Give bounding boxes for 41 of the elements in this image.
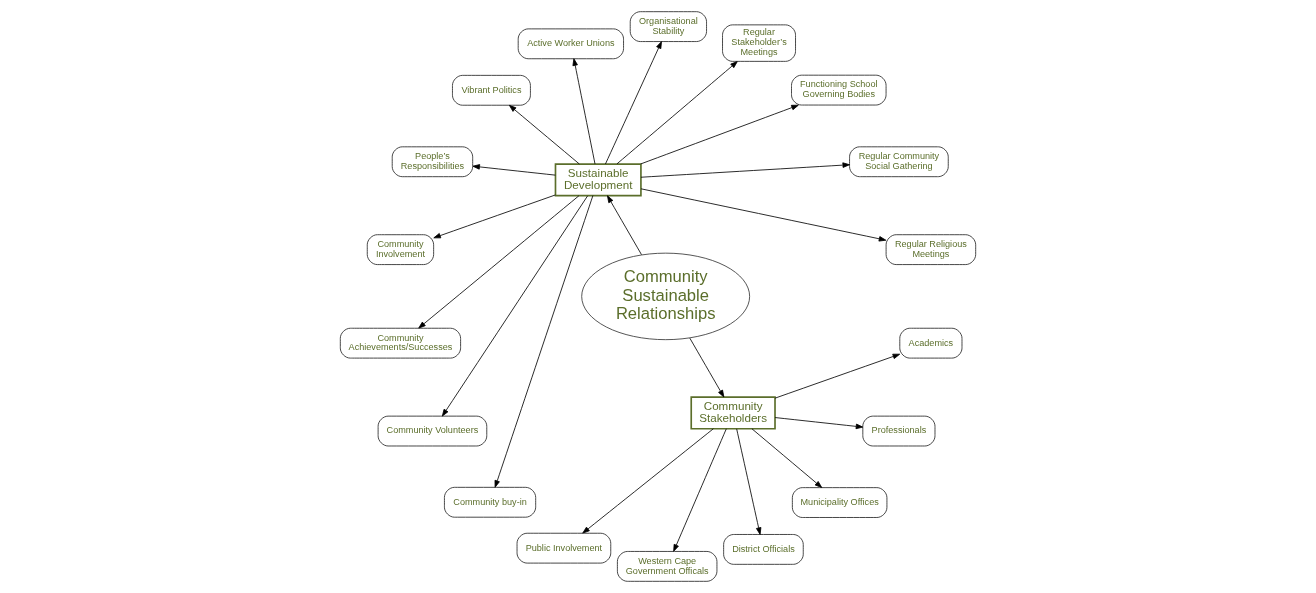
arrow [607,195,642,256]
arrow [494,195,594,488]
arrow [774,353,901,399]
node-box: Municipality Offices [791,487,888,518]
node-box: Professionals [862,415,936,447]
node-box: Regular Stakeholder’s Meetings [722,24,796,62]
arrow [616,61,738,165]
arrow [605,41,662,165]
arrow [441,195,588,417]
node-box: Community Achievements/Successes [339,327,461,359]
arrow [673,428,727,552]
node-box: Organisational Stability [629,11,707,42]
arrow [736,428,762,535]
node-box: Community Involvement [366,234,435,265]
node-box: Community Stakeholders [690,396,776,430]
node-box: Community Volunteers [377,415,488,447]
node-box: Regular Religious Meetings [885,234,977,265]
node-box: People’s Responsibilities [391,146,474,178]
arrow [774,417,864,430]
arrow [640,188,887,242]
node-box: District Officials [723,534,804,565]
arrow [472,164,556,176]
arrow [572,58,596,165]
node-box: Public Involvement [516,532,612,564]
node-box: Regular Community Social Gathering [849,146,949,178]
node-box: Academics [899,327,963,359]
node-box: Vibrant Politics [452,74,531,106]
node-box: Sustainable Development [554,163,642,197]
node-ellipse: Community Sustainable Relationships [581,252,751,341]
arrow [418,195,580,329]
arrow [508,104,580,165]
node-box: Community buy-in [444,486,537,518]
node-box: Western Cape Government Officals [617,551,718,582]
arrow [689,337,725,398]
node-box: Functioning School Governing Bodies [791,74,887,106]
arrow [433,194,556,239]
arrow [582,428,714,534]
arrow [640,104,799,165]
arrow [640,162,850,178]
node-box: Active Worker Unions [517,28,624,60]
arrow [751,428,823,488]
